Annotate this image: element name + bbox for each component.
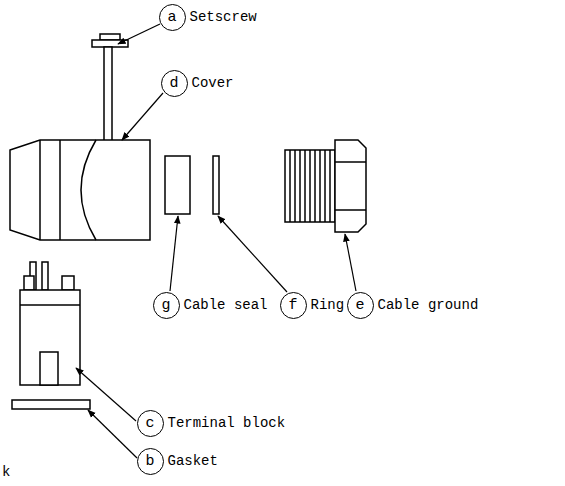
leader-line xyxy=(122,93,163,140)
setscrew-head xyxy=(92,40,128,47)
leader-line xyxy=(118,24,160,44)
callout: aSetscrew xyxy=(159,4,257,31)
leader-line xyxy=(170,216,178,291)
part-name: Gasket xyxy=(168,453,218,469)
cable-ground-hex xyxy=(335,140,366,232)
leader-line xyxy=(88,410,137,458)
callout-letter: d xyxy=(161,70,188,97)
callout: eCable ground xyxy=(347,292,479,319)
ring-part xyxy=(213,156,219,214)
leader-line xyxy=(218,216,287,292)
callout-letter: a xyxy=(159,4,186,31)
setscrew-shaft xyxy=(104,47,112,155)
callout-letter: g xyxy=(153,292,180,319)
callout-letter: f xyxy=(280,292,307,319)
gasket-part xyxy=(12,400,90,409)
terminal-body xyxy=(20,290,80,385)
callout: gCable seal xyxy=(153,292,268,319)
callout: fRing xyxy=(280,292,345,319)
terminal-edge xyxy=(20,304,80,306)
stray-letter: k xyxy=(2,464,10,480)
hex-edge xyxy=(335,209,366,211)
part-name: Setscrew xyxy=(190,9,257,25)
cover-body xyxy=(10,140,150,240)
terminal-tab xyxy=(24,276,34,290)
part-name: Cable seal xyxy=(184,297,268,313)
callout-letter: c xyxy=(137,410,164,437)
cable-ground-thread xyxy=(285,150,335,222)
callout: bGasket xyxy=(137,448,218,475)
cover-curve xyxy=(81,140,96,240)
leader-line xyxy=(345,234,356,291)
callout: cTerminal block xyxy=(137,410,286,437)
setscrew-head-top xyxy=(100,34,120,40)
leader-line xyxy=(76,368,136,421)
cover-edge xyxy=(59,140,61,240)
callout: dCover xyxy=(161,70,234,97)
cover-edge xyxy=(39,140,41,240)
part-name: Ring xyxy=(311,297,345,313)
terminal-window xyxy=(40,352,58,385)
terminal-pin xyxy=(42,262,48,290)
part-name: Cable ground xyxy=(378,297,479,313)
terminal-tab xyxy=(62,276,74,290)
cable-seal-part xyxy=(165,156,190,214)
part-name: Terminal block xyxy=(168,415,286,431)
part-name: Cover xyxy=(192,75,234,91)
callout-letter: b xyxy=(137,448,164,475)
callout-letter: e xyxy=(347,292,374,319)
leader-lines xyxy=(76,24,356,458)
hex-edge xyxy=(335,161,366,163)
thread-lines xyxy=(290,150,330,222)
